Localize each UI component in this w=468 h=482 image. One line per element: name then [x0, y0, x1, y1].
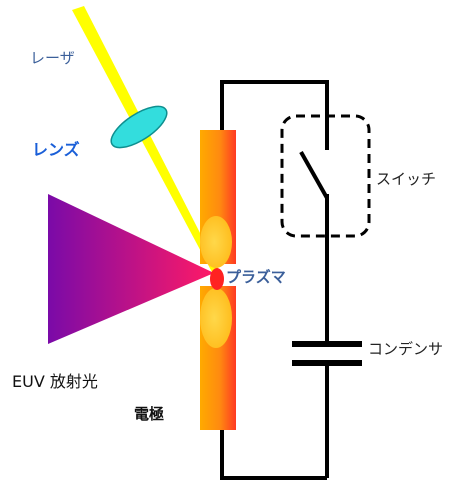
laser-beam	[72, 6, 220, 274]
switch-lever	[299, 151, 329, 199]
lens-label: レンズ	[32, 140, 80, 159]
electrode-lower-bulge	[200, 288, 232, 348]
plasma-spot	[210, 268, 224, 290]
euv-emission-cone	[48, 194, 214, 344]
switch-enclosure	[280, 114, 371, 238]
lens-shape	[110, 105, 168, 149]
euv-label: EUV 放射光	[12, 372, 98, 391]
laser-label: レーザ	[30, 49, 75, 67]
electrode-upper-bulge	[200, 216, 232, 268]
capacitor-label: コンデンサ	[368, 340, 444, 358]
plasma-label: プラズマ	[226, 268, 286, 286]
switch-label: スイッチ	[376, 170, 437, 188]
electrode-label: 電極	[134, 405, 165, 423]
